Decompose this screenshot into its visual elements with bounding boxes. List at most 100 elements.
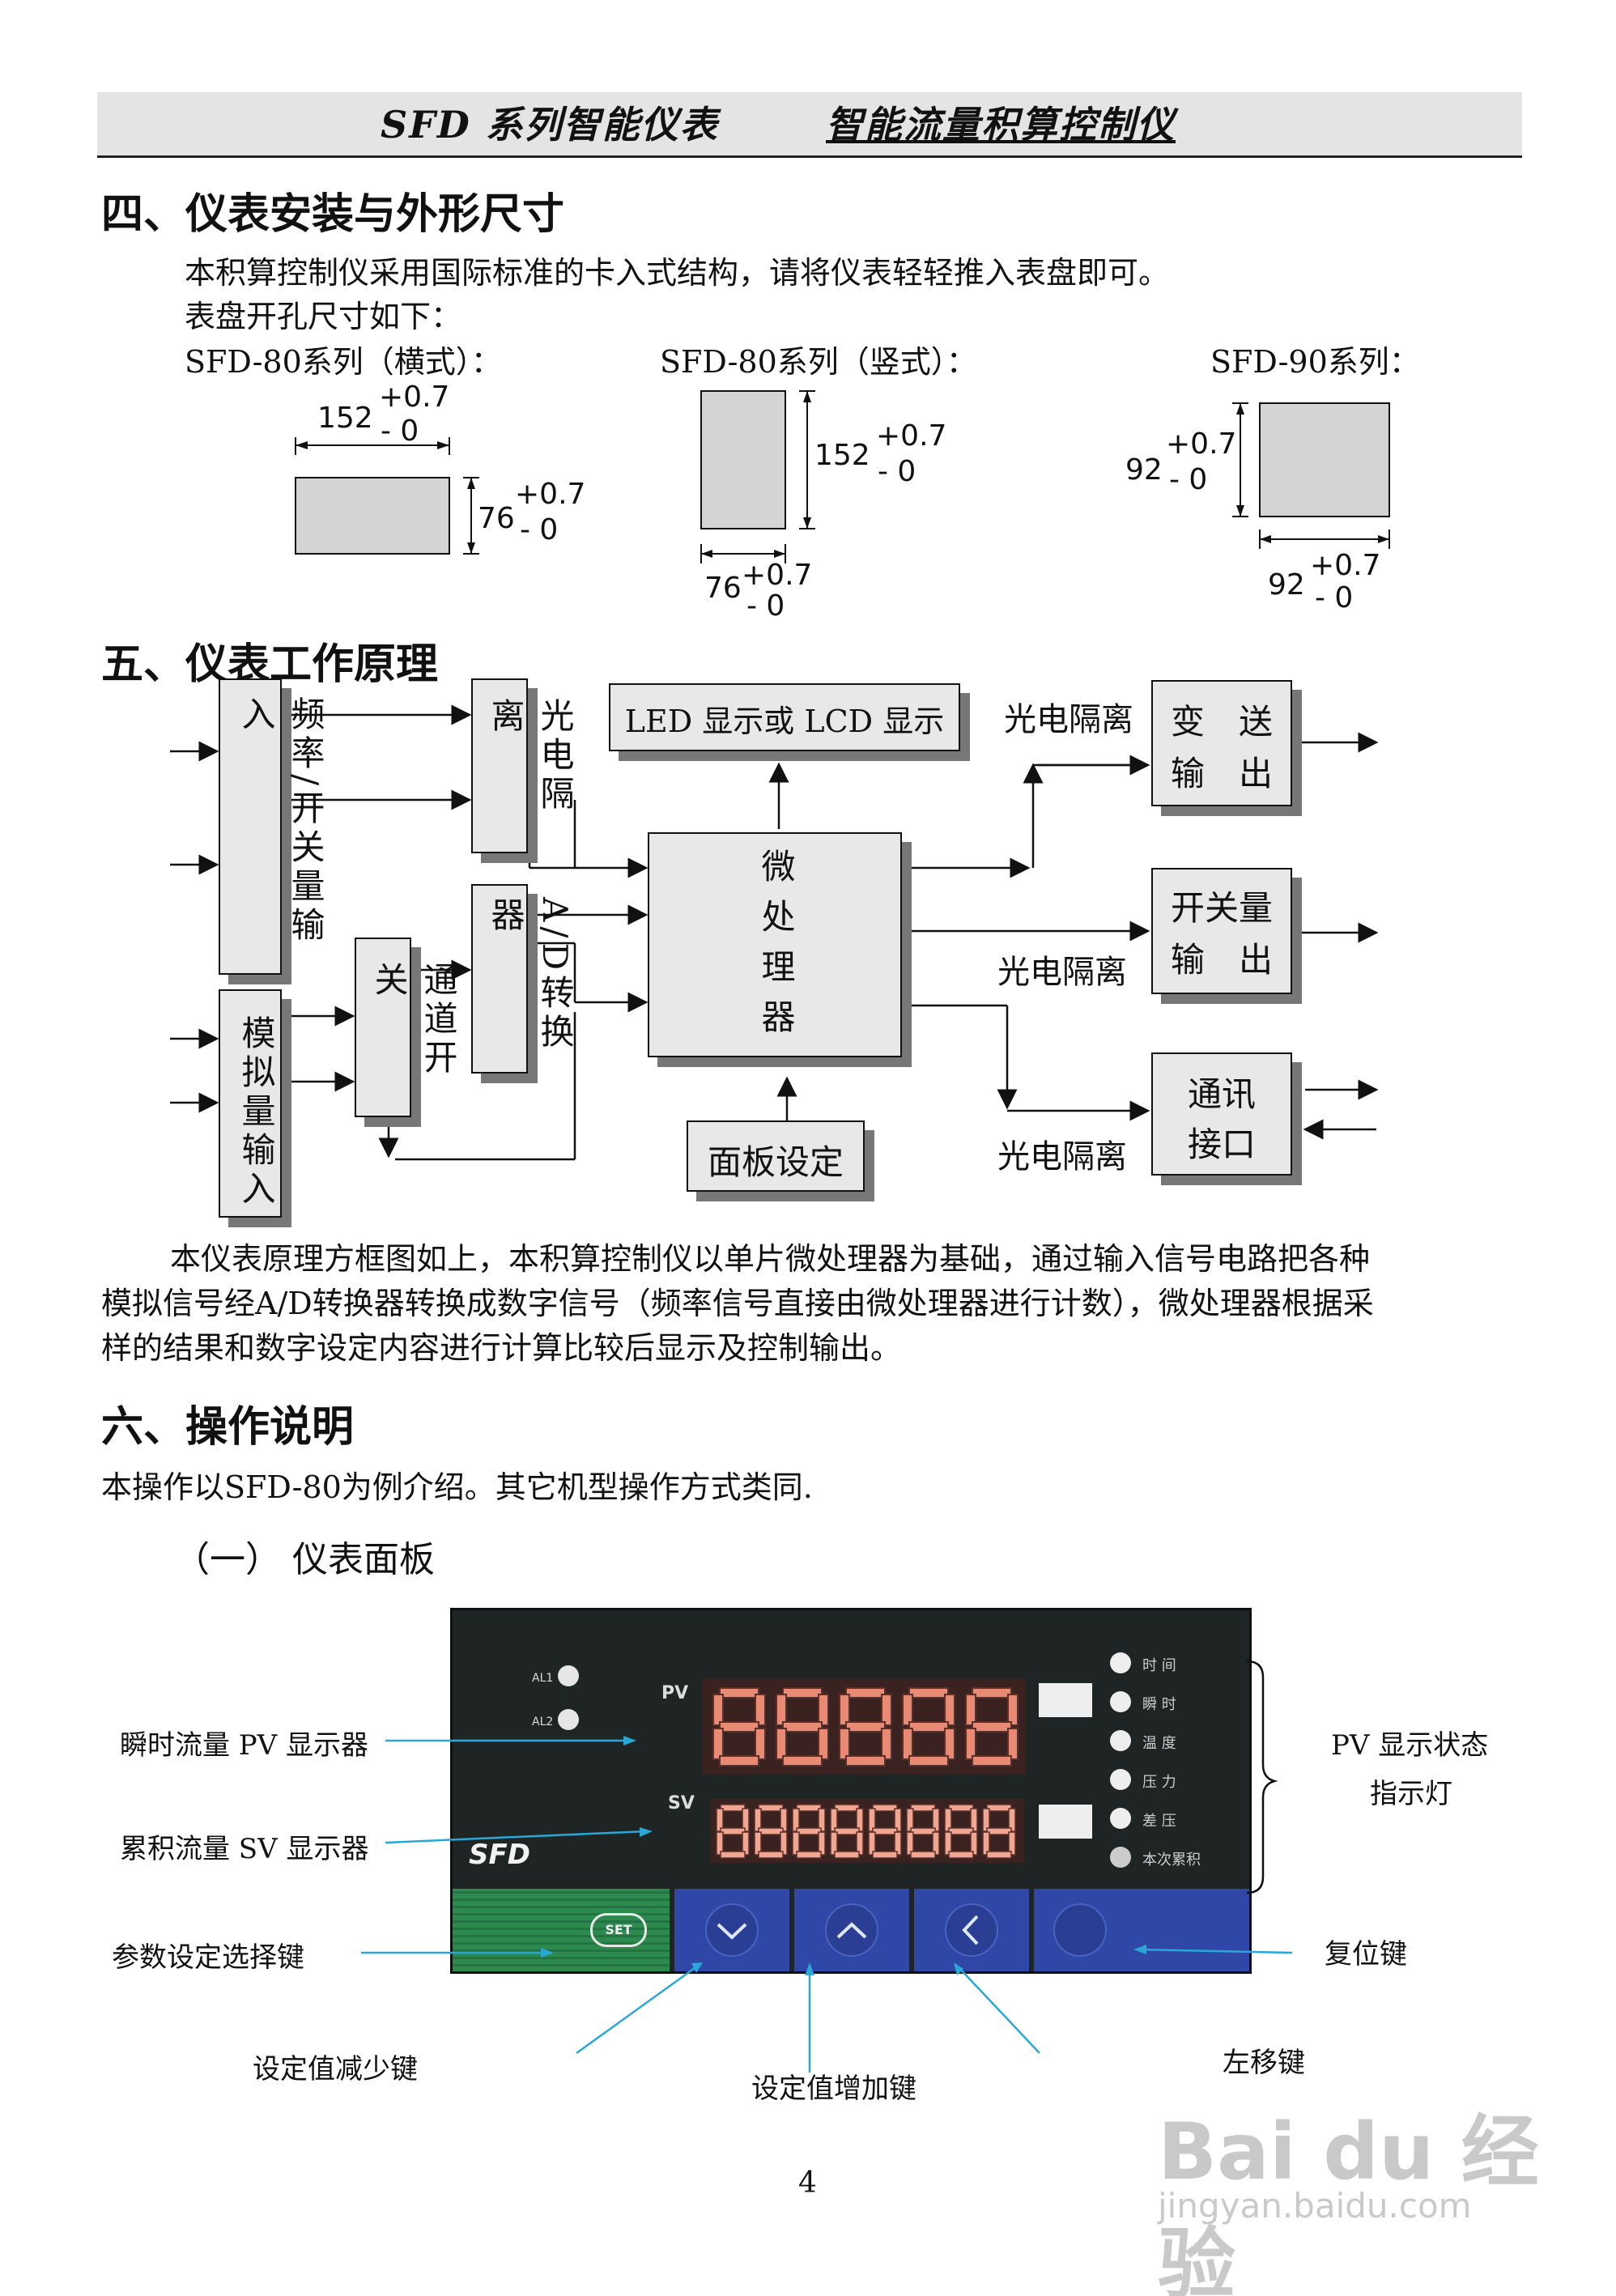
dim-s90-height-tol-minus: - 0 (1169, 463, 1208, 496)
block-photo-isolation: 光电隔离 (471, 678, 575, 853)
block-channel-switch: 通道开关 (355, 938, 458, 1117)
block-panel-setting: 面板设定 (687, 1120, 865, 1192)
status-led-diff-pressure: 差 压 (1110, 1801, 1231, 1840)
section6-intro: 本操作以SFD-80为例介绍。其它机型操作方式类同. (101, 1469, 813, 1505)
label-iso-bot: 光电隔离 (997, 1138, 1127, 1176)
increase-key[interactable] (794, 1889, 909, 1971)
annotation-increase-key: 设定值增加键 (751, 2073, 916, 2105)
annotation-sv-display: 累积流量 SV 显示器 (120, 1833, 369, 1865)
dim-h80-width-tol-minus: - 0 (381, 415, 419, 448)
sv-display (710, 1798, 1024, 1863)
al1-indicator (558, 1665, 579, 1686)
label-iso-top: 光电隔离 (1004, 701, 1133, 738)
sfd80-horizontal-label: SFD-80系列（横式）： (185, 344, 502, 380)
status-led-temperature: 温 度 (1110, 1724, 1231, 1762)
cutout-v80 (700, 390, 786, 529)
annotation-decrease-key: 设定值减少键 (253, 2053, 418, 2086)
section4-line2: 表盘开孔尺寸如下： (185, 299, 462, 334)
sfd80-vertical-label: SFD-80系列（竖式）： (660, 344, 977, 380)
dim-h80-height-tol-plus: +0.7 (515, 478, 586, 511)
dim-v80-height-tol-plus: +0.7 (876, 419, 947, 453)
block-ad-converter: A/D转换器 (471, 884, 575, 1074)
sv-unit-window (1039, 1805, 1092, 1839)
led-dot (1110, 1652, 1131, 1673)
led-dot (1110, 1691, 1131, 1712)
section4-line1: 本积算控制仪采用国际标准的卡入式结构，请将仪表轻轻推入表盘即可。 (185, 255, 1170, 291)
annotation-param-key: 参数设定选择键 (112, 1941, 304, 1974)
status-led-instant: 瞬 时 (1110, 1685, 1231, 1724)
cutout-drawings (295, 390, 1390, 563)
instrument-panel: AL1 AL2 PV SV (450, 1608, 1252, 1974)
shift-left-key[interactable] (914, 1889, 1029, 1971)
brand-logo: SFD (469, 1839, 530, 1871)
led-dot (1110, 1769, 1131, 1790)
dim-v80-width: 76 (704, 572, 742, 605)
block-microprocessor: 微处理器 (648, 832, 902, 1057)
header-series: SFD 系列智能仪表 (381, 103, 719, 147)
watermark-brand: Bai du 经验 (1158, 2107, 1539, 2296)
al2-label: AL2 (532, 1716, 554, 1728)
watermark-url: jingyan.baidu.com (1158, 2186, 1472, 2226)
cutout-h80 (295, 477, 450, 555)
header-bar (97, 92, 1522, 158)
down-arrow-icon (705, 1903, 759, 1957)
block-transmit-output: 变 送 输 出 (1151, 680, 1292, 806)
dim-h80-height-tol-minus: - 0 (520, 513, 559, 546)
dim-s90-width-tol-plus: +0.7 (1310, 549, 1381, 582)
up-arrow-icon (825, 1903, 878, 1957)
dim-s90-width: 92 (1268, 568, 1305, 602)
annotation-reset-key: 复位键 (1325, 1938, 1407, 1971)
al1-label: AL1 (532, 1672, 554, 1685)
section5-para-line3: 样的结果和数字设定内容进行计算比较后显示及控制输出。 (101, 1330, 902, 1366)
decrease-key[interactable] (674, 1889, 789, 1971)
reset-key[interactable] (1034, 1889, 1249, 1971)
status-led-accumulated: 本次累积 (1110, 1840, 1231, 1879)
block-comm-interface: 通讯 接口 (1151, 1052, 1292, 1176)
dim-s90-height: 92 (1125, 453, 1163, 487)
header-product: 智能流量积算控制仪 (826, 103, 1176, 147)
pv-status-led-list: 时 间 瞬 时 温 度 压 力 差 压 本次累积 (1110, 1646, 1231, 1879)
dim-h80-width: 152 (317, 402, 373, 435)
annotation-pv-status-1: PV 显示状态 (1331, 1729, 1489, 1762)
led-dot (1110, 1847, 1131, 1868)
dim-v80-height: 152 (814, 439, 870, 472)
dim-s90-width-tol-minus: - 0 (1315, 581, 1354, 614)
pv-digits (712, 1687, 1019, 1767)
pv-unit-window (1039, 1683, 1092, 1717)
left-arrow-icon (945, 1903, 998, 1957)
sfd90-label: SFD-90系列： (1210, 344, 1420, 380)
status-led-pressure: 压 力 (1110, 1762, 1231, 1801)
label-iso-mid: 光电隔离 (997, 954, 1127, 991)
block-freq-switch-input: 频率/开关量输入 (219, 678, 325, 975)
section5-para-line2: 模拟信号经A/D转换器转换成数字信号（频率信号直接由微处理器进行计数），微处理器… (101, 1286, 1374, 1321)
pv-label: PV (661, 1683, 689, 1703)
dim-h80-height: 76 (478, 502, 515, 535)
block-display: LED 显示或 LCD 显示 (609, 683, 960, 751)
pv-display (702, 1678, 1026, 1774)
section5-para-line1: 本仪表原理方框图如上，本积算控制仪以单片微处理器为基础，通过输入信号电路把各种 (170, 1241, 1371, 1277)
dim-v80-width-tol-minus: - 0 (746, 589, 785, 623)
section6-title: 六、操作说明 (101, 1403, 355, 1452)
dim-v80-height-tol-minus: - 0 (878, 455, 916, 488)
panel-annotation-lines (361, 1660, 1293, 2073)
status-led-time: 时 间 (1110, 1646, 1231, 1685)
annotation-pv-display: 瞬时流量 PV 显示器 (120, 1729, 369, 1762)
page-number: 4 (798, 2166, 817, 2200)
reset-circle-icon (1053, 1903, 1107, 1957)
dim-h80-width-tol-plus: +0.7 (379, 381, 450, 414)
block-analog-input: 模拟量输入 (219, 989, 282, 1218)
sv-digits (716, 1804, 1016, 1859)
set-key[interactable]: SET (453, 1889, 670, 1971)
led-dot (1110, 1808, 1131, 1829)
block-diagram-connectors (170, 704, 1379, 1161)
dim-v80-width-tol-plus: +0.7 (742, 559, 813, 592)
section6-sub1: （一） 仪表面板 (174, 1539, 435, 1580)
block-switch-output: 开关量 输 出 (1151, 868, 1292, 994)
dim-s90-height-tol-plus: +0.7 (1166, 427, 1237, 461)
led-dot (1110, 1730, 1131, 1751)
section4-title: 四、仪表安装与外形尺寸 (101, 190, 565, 239)
set-key-label: SET (590, 1913, 647, 1947)
cutout-s90 (1259, 402, 1390, 517)
sv-label: SV (668, 1793, 695, 1813)
